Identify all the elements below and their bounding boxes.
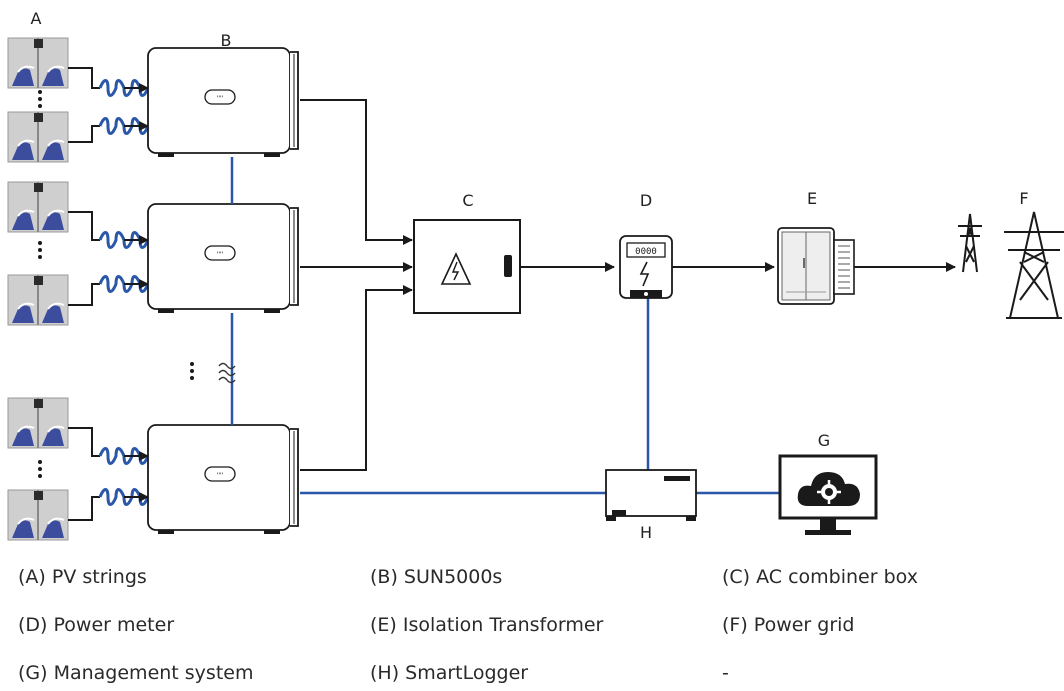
pv-panel-icon bbox=[7, 489, 69, 541]
inverter-icon bbox=[147, 424, 299, 535]
comm-lines bbox=[230, 157, 780, 495]
pv-strings-group bbox=[7, 37, 69, 541]
wave-symbol bbox=[218, 362, 236, 384]
label-b: B bbox=[221, 31, 232, 50]
isolation-transformer-icon bbox=[777, 227, 855, 305]
pv-panel-icon bbox=[7, 274, 69, 326]
label-c: C bbox=[462, 191, 473, 210]
component-labels: A B C D E F G H bbox=[31, 9, 1029, 542]
management-system-icon bbox=[778, 454, 878, 535]
pv-panel-icon bbox=[7, 37, 69, 89]
legend-item: (H) SmartLogger bbox=[370, 662, 529, 684]
label-h: H bbox=[640, 523, 652, 542]
legend-item: (C) AC combiner box bbox=[722, 566, 918, 588]
pv-panel-icon bbox=[7, 111, 69, 163]
ellipsis-dots bbox=[38, 90, 194, 478]
ac-combiner-box-icon bbox=[413, 219, 521, 314]
label-g: G bbox=[818, 431, 830, 450]
dc-coils bbox=[98, 79, 150, 506]
legend-item: (B) SUN5000s bbox=[370, 566, 503, 588]
ac-lines bbox=[300, 99, 956, 471]
meter-display: 0000 bbox=[635, 247, 657, 257]
inverter-icon bbox=[147, 203, 299, 314]
legend-item: (F) Power grid bbox=[722, 614, 855, 636]
dc-cables bbox=[68, 67, 100, 521]
legend-item: - bbox=[722, 662, 729, 684]
power-grid-icon bbox=[958, 211, 1064, 319]
power-meter-icon: 0000 bbox=[619, 235, 673, 299]
legend-item: (D) Power meter bbox=[18, 614, 175, 636]
label-e: E bbox=[807, 189, 817, 208]
legend-item: (E) Isolation Transformer bbox=[370, 614, 604, 636]
label-d: D bbox=[640, 191, 652, 210]
inverter-group bbox=[147, 47, 299, 535]
pv-panel-icon bbox=[7, 181, 69, 233]
smartlogger-icon bbox=[605, 469, 697, 521]
label-a: A bbox=[31, 9, 42, 28]
label-f: F bbox=[1019, 189, 1028, 208]
legend-item: (G) Management system bbox=[18, 662, 254, 684]
inverter-icon bbox=[147, 47, 299, 158]
legend-item: (A) PV strings bbox=[18, 566, 147, 588]
pv-panel-icon bbox=[7, 397, 69, 449]
